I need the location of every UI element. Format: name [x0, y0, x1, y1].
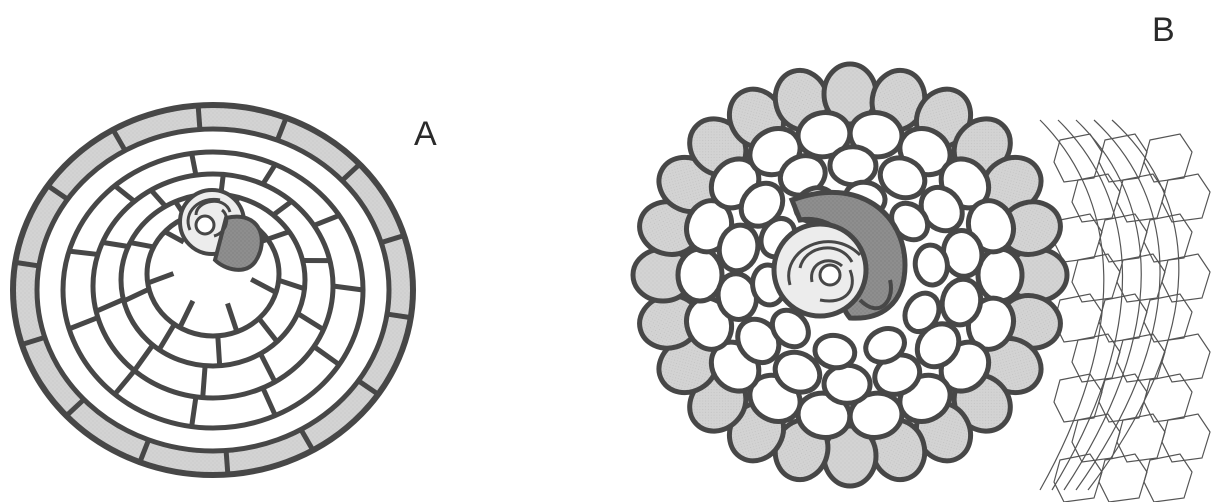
ring-cell-wall — [387, 314, 411, 318]
tissue-cell — [1162, 334, 1210, 382]
tissue-cell — [1162, 254, 1210, 302]
tissue-cell — [1162, 174, 1210, 222]
ring-cell-wall — [226, 451, 228, 475]
panel-a-diagram — [13, 105, 413, 475]
ring-cell-wall — [15, 262, 39, 266]
ring-cell-wall — [198, 106, 200, 130]
tissue-cell — [1054, 374, 1102, 422]
panel-b-diagram — [633, 64, 1210, 502]
tissue-cell — [1162, 414, 1210, 462]
tissue-cell — [1099, 454, 1147, 502]
tissue-cell — [1144, 454, 1192, 502]
tissue-cell — [1117, 174, 1165, 222]
cell-wall — [218, 336, 220, 366]
tissue-cell — [1117, 334, 1165, 382]
tissue-cell — [1072, 414, 1120, 462]
inner-cell — [913, 243, 950, 287]
inner-cell — [978, 249, 1022, 301]
panel-b-surrounding-tissue — [1040, 120, 1210, 502]
tissue-cell — [1072, 254, 1120, 302]
inner-cell — [829, 146, 876, 185]
inner-cell — [824, 365, 871, 404]
tissue-cell — [1054, 134, 1102, 182]
inner-cell — [678, 249, 722, 301]
cell-wall — [69, 251, 98, 254]
panel-b-label: B — [1152, 13, 1175, 47]
cell-wall — [203, 366, 205, 398]
tissue-cell — [1054, 454, 1102, 502]
panel-a-label: A — [414, 117, 437, 151]
tissue-cell — [1072, 334, 1120, 382]
